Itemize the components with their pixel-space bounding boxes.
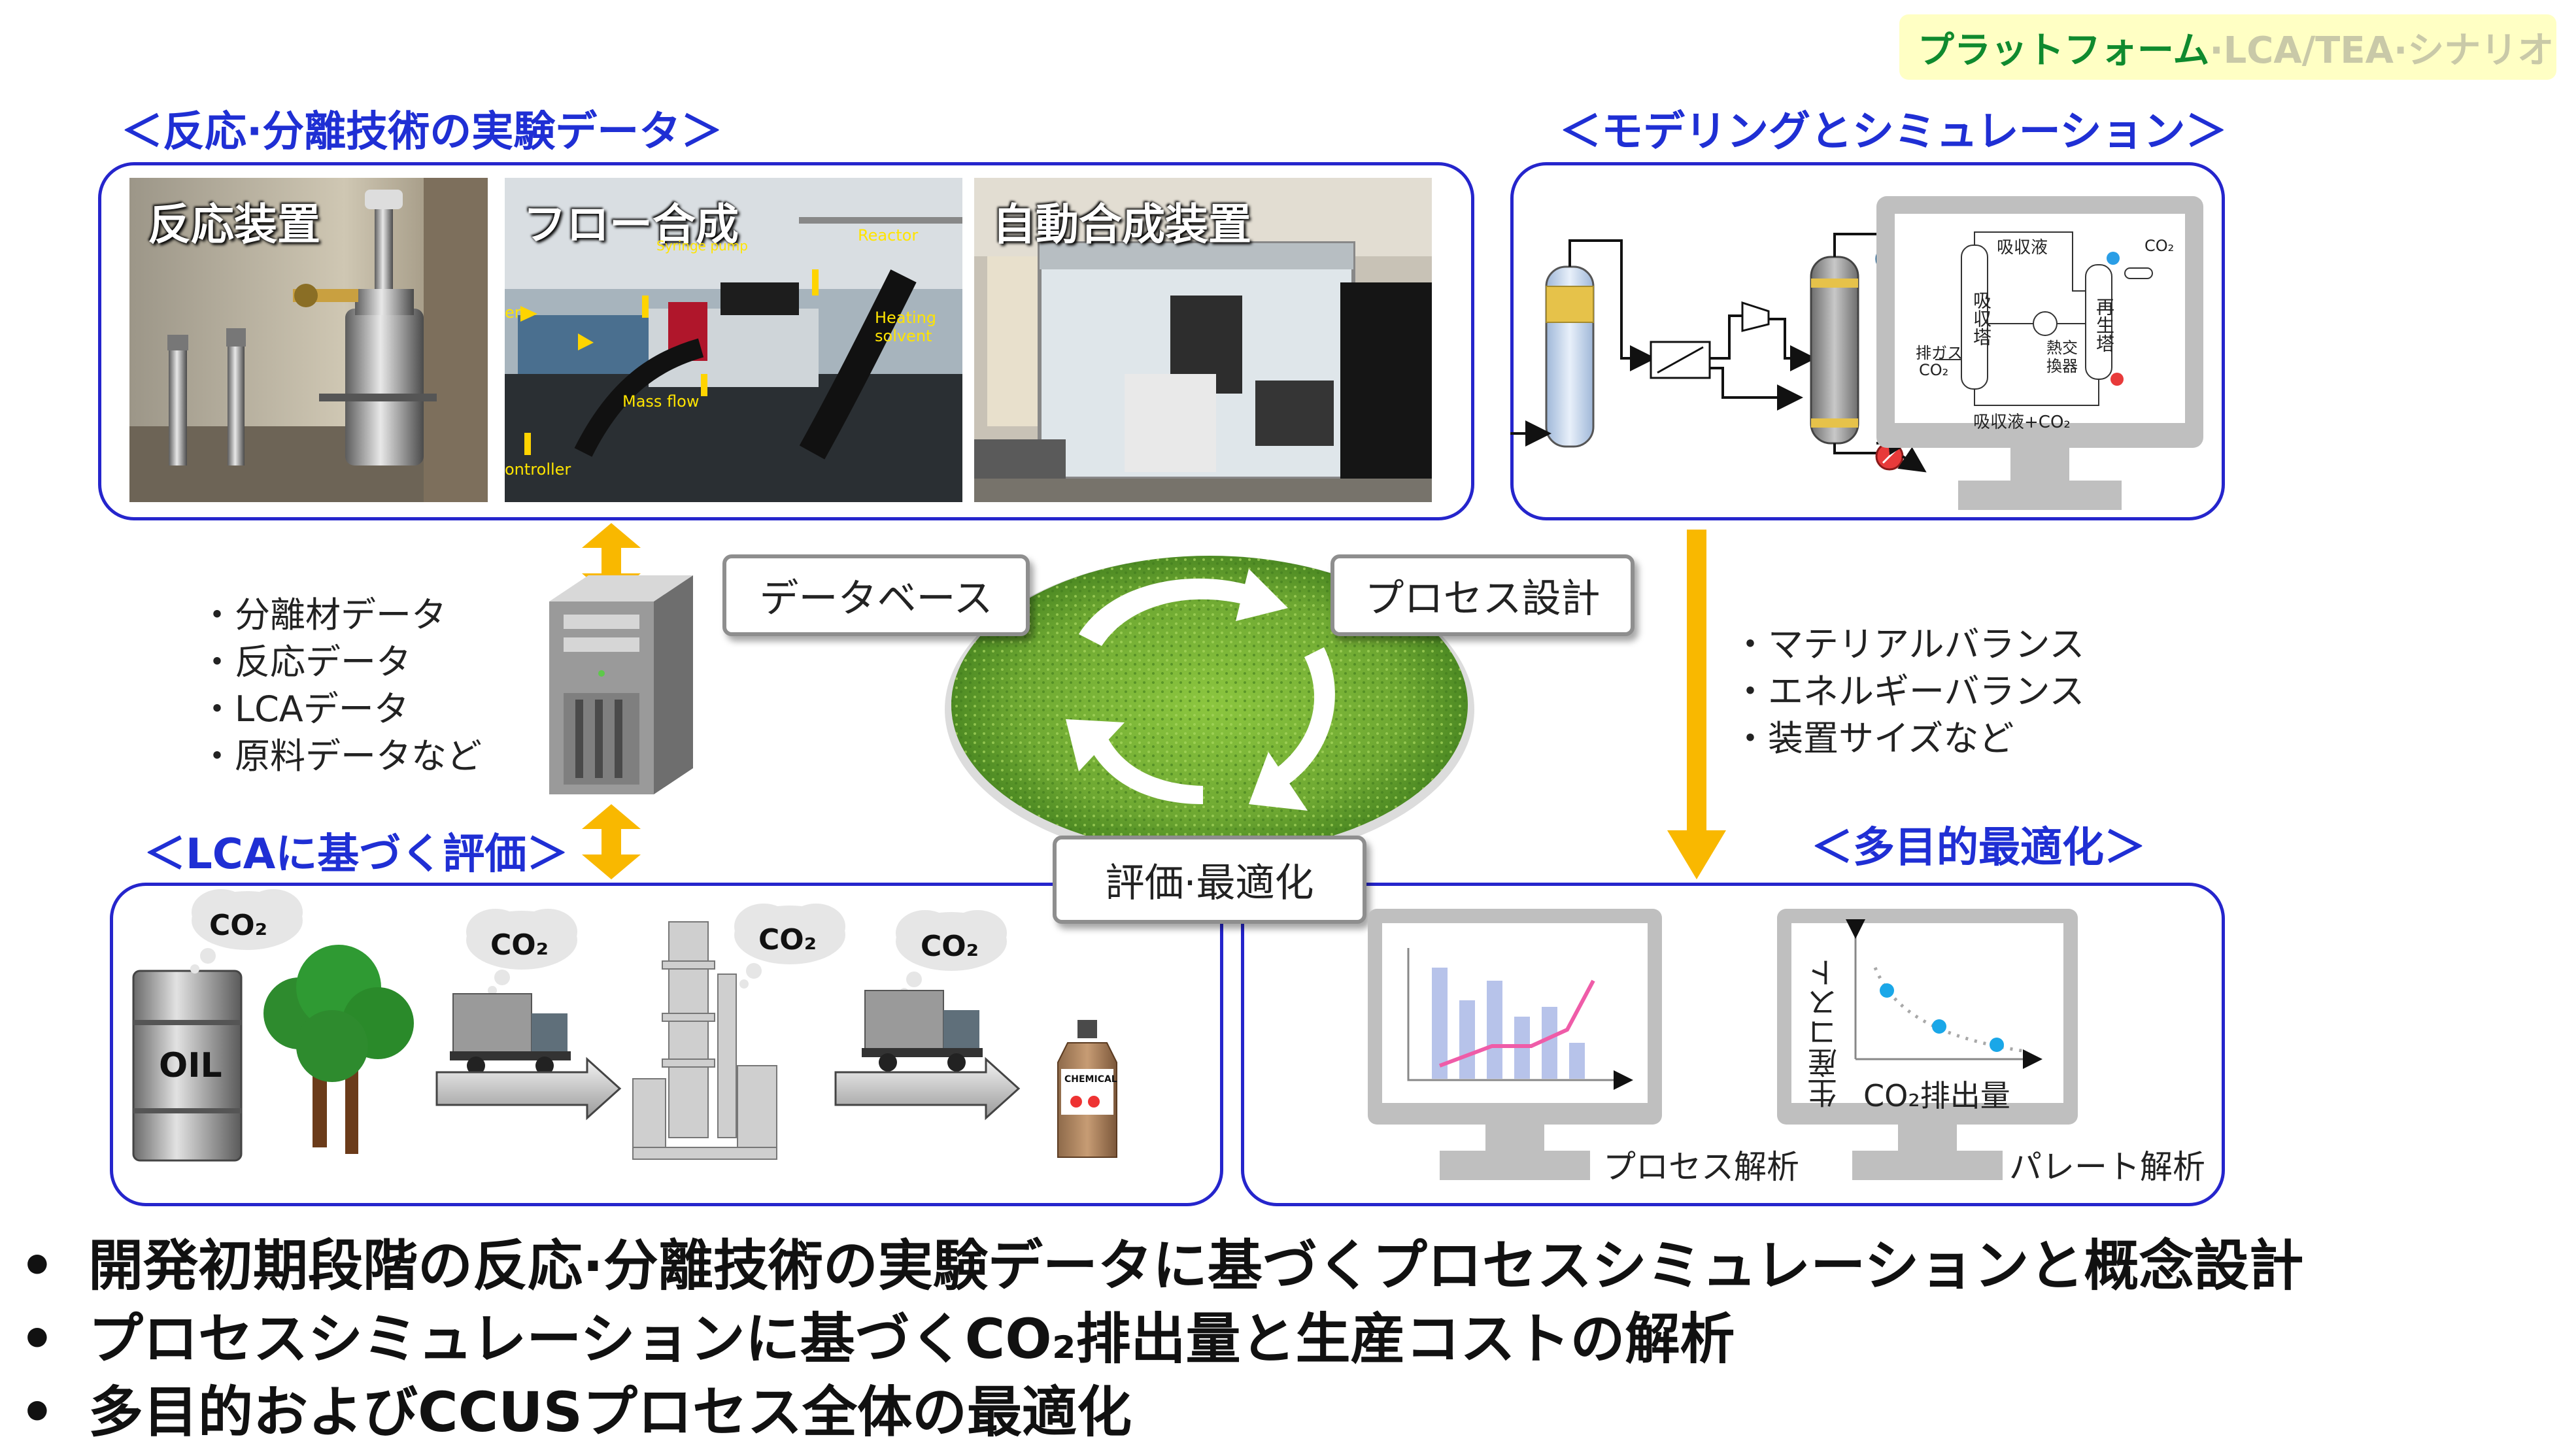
reactor-illustration bbox=[129, 178, 488, 502]
label-top-co2: CO₂ bbox=[2144, 237, 2175, 255]
process-analysis-monitor bbox=[1368, 909, 1662, 1180]
label-regenerator-tower: 再生塔 bbox=[2093, 297, 2115, 352]
photo-label-reactor: 反応装置 bbox=[148, 199, 320, 250]
summary-bullet: 開発初期段階の反応·分離技術の実験データに基づくプロセスシミュレーションと概念設… bbox=[0, 1229, 2304, 1302]
refinery-icon bbox=[632, 921, 777, 1160]
co2-label-oil: CO₂ bbox=[209, 909, 267, 942]
data-list-item: 反応データ bbox=[199, 639, 482, 686]
label-absorber-tower: 吸収塔 bbox=[1971, 291, 1992, 346]
co2-label-truck2: CO₂ bbox=[921, 930, 979, 963]
pareto-point bbox=[1880, 983, 1894, 998]
oil-label: OIL bbox=[159, 1046, 222, 1085]
badge-lca-tea: ·LCA/TEA·シナリオ bbox=[2209, 29, 2554, 72]
simulation-list-item: 装置サイズなど bbox=[1733, 715, 2084, 762]
data-list-item: 分離材データ bbox=[199, 592, 482, 639]
photo-label-auto: 自動合成装置 bbox=[992, 199, 1251, 250]
annotation-controller: ontroller bbox=[505, 460, 571, 479]
flow-arrow-icon bbox=[834, 1057, 1021, 1121]
co2-cloud-icon bbox=[734, 904, 845, 989]
summary-bullet: プロセスシミュレーションに基づくCO₂排出量と生産コストの解析 bbox=[0, 1302, 2304, 1376]
down-arrow bbox=[1667, 530, 1726, 879]
photo-reactor: 反応装置 bbox=[129, 178, 488, 502]
label-rich-absorbent: 吸収液+CO₂ bbox=[1973, 413, 2071, 432]
annotation-syringe-pump: Syringe pump bbox=[656, 238, 748, 254]
label-heat-exchanger: 熱交換器 bbox=[2046, 339, 2078, 375]
compressor-icon bbox=[1741, 301, 1770, 332]
summary-bullet: 多目的およびCCUSプロセス全体の最適化 bbox=[0, 1376, 2304, 1449]
auto-synthesis-illustration bbox=[974, 178, 1432, 502]
pareto-analysis-label: パレート解析 bbox=[2009, 1148, 2205, 1186]
chemical-bottle-icon bbox=[1057, 1020, 1117, 1158]
experiment-panel bbox=[98, 162, 1474, 520]
simulation-list-item: エネルギーバランス bbox=[1733, 668, 2084, 715]
pareto-point bbox=[1990, 1038, 2004, 1052]
co2-cloud-icon bbox=[466, 909, 577, 995]
simulation-list: マテリアルバランス エネルギーバランス 装置サイズなど bbox=[1733, 621, 2084, 762]
truck-icon bbox=[862, 990, 983, 1072]
photo-auto-synthesis: 自動合成装置 bbox=[974, 178, 1432, 502]
double-arrow-bottom bbox=[582, 804, 641, 879]
co2-cloud-icon bbox=[190, 889, 303, 973]
process-analysis-label: プロセス解析 bbox=[1603, 1148, 1799, 1186]
cost-axis-label: 生産コスト bbox=[1806, 958, 1842, 1108]
emission-axis-label: CO₂排出量 bbox=[1863, 1078, 2010, 1113]
cycle-arrows-icon bbox=[1066, 569, 1335, 811]
data-list-item: 原料データなど bbox=[199, 733, 482, 780]
summary-bullets: 開発初期段階の反応·分離技術の実験データに基づくプロセスシミュレーションと概念設… bbox=[0, 1229, 2304, 1449]
tree-icon bbox=[263, 945, 414, 1154]
section-title-lca: ＜LCAに基づく評価＞ bbox=[144, 830, 569, 879]
flow-synthesis-illustration bbox=[505, 178, 962, 502]
distillation-column-1 bbox=[1545, 265, 1595, 448]
oil-drum-icon bbox=[132, 970, 243, 1162]
section-title-modeling: ＜モデリングとシミュレーション＞ bbox=[1559, 108, 2228, 156]
section-title-experiment: ＜反応·分離技術の実験データ＞ bbox=[121, 108, 723, 156]
photo-label-flow: フロー合成 bbox=[523, 199, 739, 250]
data-list: 分離材データ 反応データ LCAデータ 原料データなど bbox=[199, 592, 482, 780]
truck-icon bbox=[450, 993, 571, 1075]
lca-panel bbox=[110, 883, 1223, 1206]
annotation-mass-flow: Mass flow bbox=[622, 392, 700, 411]
process-design-box: プロセス設計 bbox=[1330, 554, 1635, 636]
lca-flow-illustration bbox=[132, 889, 1117, 1162]
server-icon bbox=[549, 575, 693, 794]
data-list-item: LCAデータ bbox=[199, 686, 482, 733]
evaluation-box: 評価·最適化 bbox=[1053, 836, 1366, 924]
section-title-multi: ＜多目的最適化＞ bbox=[1811, 824, 2146, 872]
pareto-analysis-monitor bbox=[1777, 909, 2078, 1180]
label-flue-gas: 排ガス bbox=[1916, 344, 1963, 362]
photo-flow-synthesis: フロー合成 Syringe pump Reactor Heating solve… bbox=[505, 178, 962, 502]
badge-platform: プラットフォーム bbox=[1918, 29, 2210, 72]
distillation-column-2 bbox=[1810, 256, 1859, 445]
label-flue-co2: CO₂ bbox=[1919, 361, 1949, 379]
pareto-point bbox=[1932, 1019, 1946, 1034]
multi-panel bbox=[1241, 883, 2225, 1206]
annotation-reactor: Reactor bbox=[858, 226, 919, 245]
annotation-er: er bbox=[505, 303, 521, 322]
platform-badge: プラットフォーム·LCA/TEA·シナリオ bbox=[1899, 14, 2556, 80]
annotation-heating-solvent: Heating solvent bbox=[875, 309, 937, 345]
database-box: データベース bbox=[722, 554, 1030, 636]
flow-arrow-icon bbox=[435, 1057, 622, 1121]
co2-label-refinery: CO₂ bbox=[758, 923, 817, 957]
label-absorbent-top: 吸収液 bbox=[1997, 238, 2048, 258]
simulation-list-item: マテリアルバランス bbox=[1733, 621, 2084, 668]
chemical-label: CHEMICAL bbox=[1064, 1074, 1117, 1085]
modeling-panel bbox=[1510, 162, 2225, 520]
co2-label-truck1: CO₂ bbox=[490, 928, 549, 962]
monitor-absorber bbox=[1876, 196, 2203, 510]
